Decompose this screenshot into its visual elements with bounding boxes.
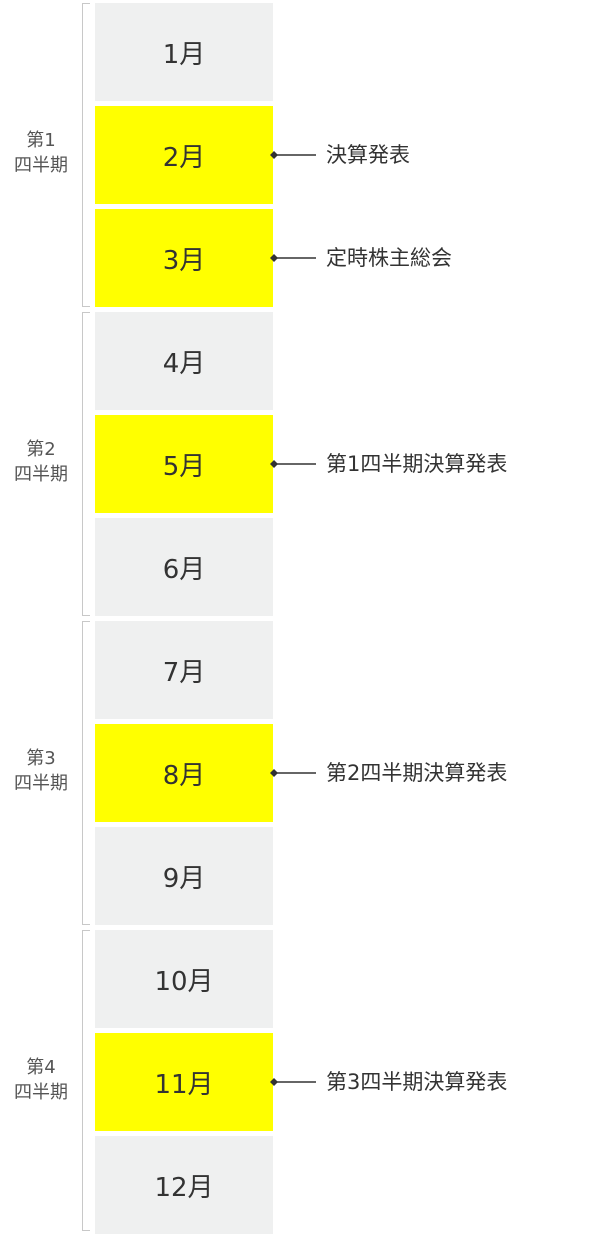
- month-box-4: 4月: [95, 312, 273, 410]
- quarter-label-line2: 四半期: [14, 464, 68, 485]
- month-box-10: 10月: [95, 930, 273, 1028]
- month-box-7: 7月: [95, 621, 273, 719]
- quarter-label-line2: 四半期: [14, 773, 68, 794]
- event-connector-aug: [270, 769, 316, 777]
- event-connector-mar: [270, 254, 316, 262]
- event-label-q1-results: 第1四半期決算発表: [326, 452, 508, 476]
- event-connector-nov: [270, 1078, 316, 1086]
- quarter-label-2: 第2 四半期: [0, 437, 82, 487]
- quarter-bracket-2: [82, 312, 90, 616]
- quarter-label-line1: 第3: [26, 748, 56, 769]
- event-label-earnings: 決算発表: [326, 143, 410, 167]
- quarter-label-line1: 第2: [26, 439, 56, 460]
- quarter-label-line2: 四半期: [14, 1082, 68, 1103]
- quarter-label-line1: 第4: [26, 1057, 56, 1078]
- month-box-2: 2月: [95, 106, 273, 204]
- month-box-8: 8月: [95, 724, 273, 822]
- quarter-bracket-3: [82, 621, 90, 925]
- month-box-12: 12月: [95, 1136, 273, 1234]
- quarter-label-line2: 四半期: [14, 155, 68, 176]
- event-label-q3-results: 第3四半期決算発表: [326, 1070, 508, 1094]
- quarter-bracket-1: [82, 3, 90, 307]
- month-box-5: 5月: [95, 415, 273, 513]
- month-box-11: 11月: [95, 1033, 273, 1131]
- month-box-6: 6月: [95, 518, 273, 616]
- event-label-agm: 定時株主総会: [326, 246, 452, 270]
- month-box-1: 1月: [95, 3, 273, 101]
- event-label-q2-results: 第2四半期決算発表: [326, 761, 508, 785]
- quarter-label-1: 第1 四半期: [0, 128, 82, 178]
- quarter-label-3: 第3 四半期: [0, 746, 82, 796]
- event-connector-feb: [270, 151, 316, 159]
- quarter-label-4: 第4 四半期: [0, 1055, 82, 1105]
- month-box-3: 3月: [95, 209, 273, 307]
- event-connector-may: [270, 460, 316, 468]
- quarter-label-line1: 第1: [26, 130, 56, 151]
- month-box-9: 9月: [95, 827, 273, 925]
- quarter-bracket-4: [82, 930, 90, 1231]
